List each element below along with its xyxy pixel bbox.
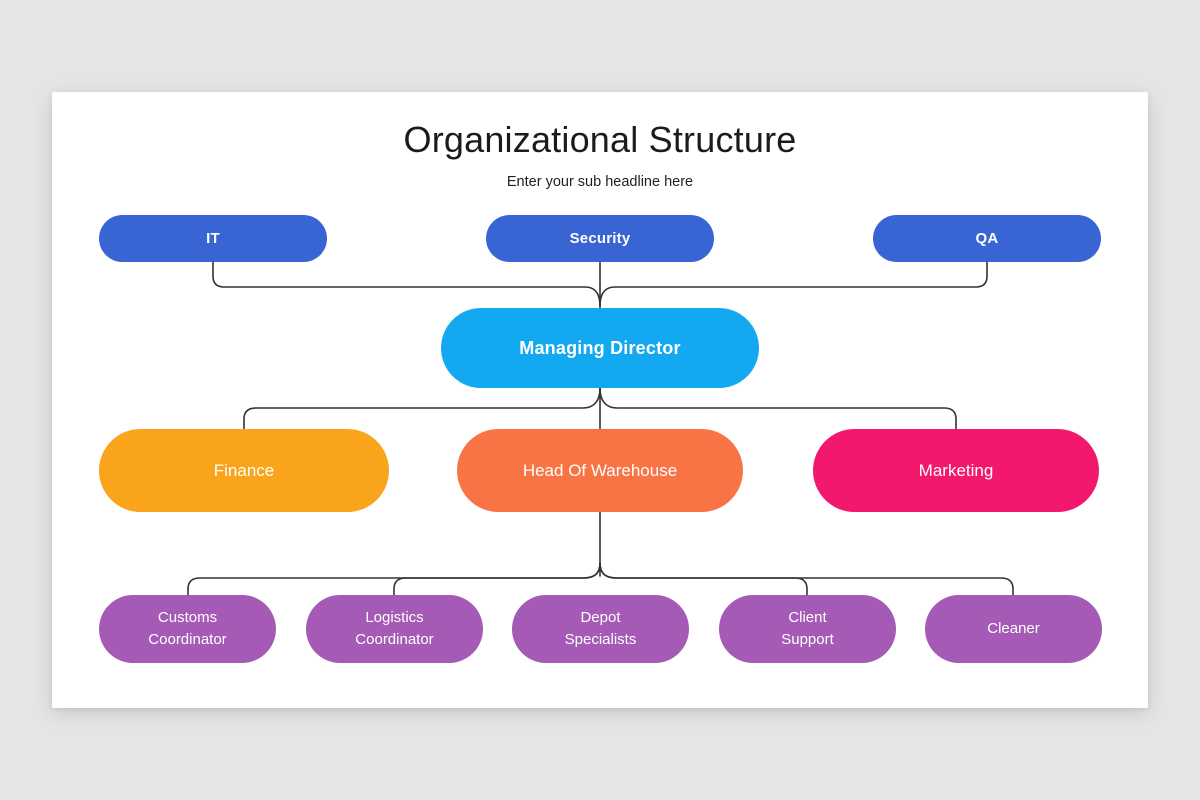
node-customs-coordinator[interactable]: Customs Coordinator — [99, 595, 276, 663]
node-managing-director[interactable]: Managing Director — [441, 308, 759, 388]
page-subtitle: Enter your sub headline here — [506, 174, 694, 190]
node-qa[interactable]: QA — [873, 215, 1101, 262]
node-client-support[interactable]: Client Support — [719, 595, 896, 663]
node-finance[interactable]: Finance — [99, 429, 389, 512]
node-marketing[interactable]: Marketing — [813, 429, 1099, 512]
node-logistics-coordinator[interactable]: Logistics Coordinator — [306, 595, 483, 663]
node-head-of-warehouse[interactable]: Head Of Warehouse — [457, 429, 743, 512]
page-title: Organizational Structure — [403, 119, 797, 160]
node-cleaner[interactable]: Cleaner — [925, 595, 1102, 663]
node-security[interactable]: Security — [486, 215, 714, 262]
node-depot-specialists[interactable]: Depot Specialists — [512, 595, 689, 663]
node-it[interactable]: IT — [99, 215, 327, 262]
